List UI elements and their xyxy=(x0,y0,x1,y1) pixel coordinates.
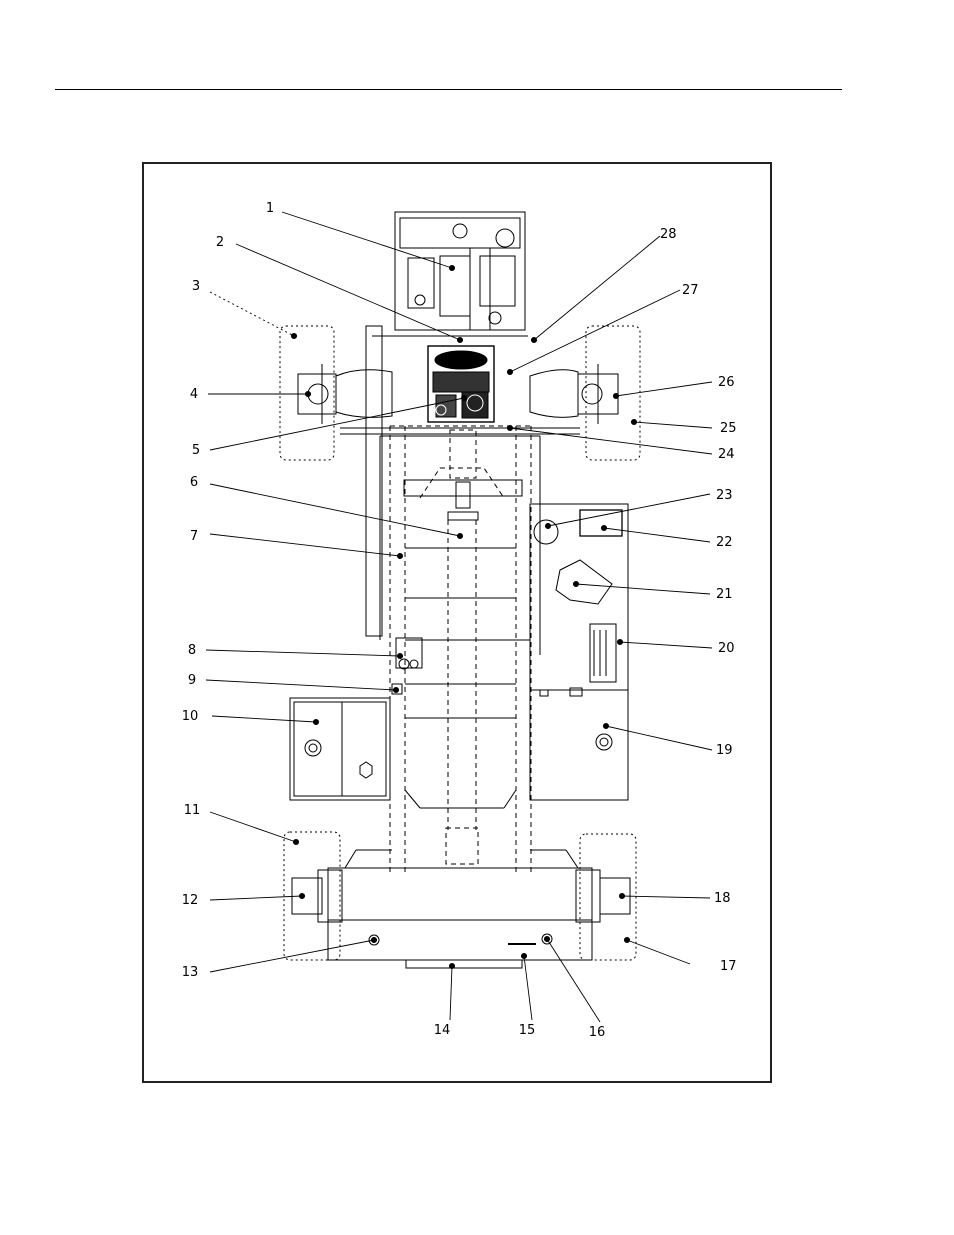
callout-9: 9 xyxy=(188,673,196,688)
leader-dot-20 xyxy=(617,639,622,644)
callout-19: 19 xyxy=(716,743,733,758)
callout-6: 6 xyxy=(190,475,198,490)
leader-dot-21 xyxy=(573,581,578,586)
leader-line-9 xyxy=(206,680,396,690)
leader-dot-26 xyxy=(613,393,618,398)
leader-line-27 xyxy=(510,290,680,372)
leader-dot-7 xyxy=(397,553,402,558)
leader-line-5 xyxy=(210,398,464,450)
callout-20: 20 xyxy=(718,641,735,656)
leader-line-8 xyxy=(206,650,400,656)
leader-line-28 xyxy=(534,236,660,340)
callout-26: 26 xyxy=(718,375,735,390)
leader-dot-17 xyxy=(624,937,629,942)
leader-dot-28 xyxy=(531,337,536,342)
callout-8: 8 xyxy=(188,643,196,658)
leader-dot-10 xyxy=(313,719,318,724)
leader-line-26 xyxy=(616,382,712,396)
leader-dot-19 xyxy=(603,723,608,728)
leader-line-19 xyxy=(606,726,712,750)
leader-line-13 xyxy=(210,940,374,972)
leader-dot-15 xyxy=(521,953,526,958)
leader-dot-6 xyxy=(457,533,462,538)
leader-line-12 xyxy=(210,896,302,900)
control-panel xyxy=(428,346,494,422)
callout-11: 11 xyxy=(184,803,201,818)
callout-22: 22 xyxy=(716,535,733,550)
leader-line-1 xyxy=(282,212,452,268)
leader-line-22 xyxy=(604,528,710,542)
rear-axle xyxy=(328,850,592,968)
leader-dot-18 xyxy=(619,893,624,898)
leader-line-14 xyxy=(450,966,452,1020)
callout-12: 12 xyxy=(182,893,199,908)
chassis-frame xyxy=(380,426,540,872)
leader-dot-14 xyxy=(449,963,454,968)
leader-dot-2 xyxy=(457,337,462,342)
callout-7: 7 xyxy=(190,529,198,544)
mast-assembly xyxy=(395,212,525,330)
leader-line-11 xyxy=(210,812,296,842)
leader-dot-11 xyxy=(293,839,298,844)
leader-dot-12 xyxy=(299,893,304,898)
leader-dot-1 xyxy=(449,265,454,270)
leader-line-23 xyxy=(548,494,710,526)
leader-dot-13 xyxy=(371,937,376,942)
leader-line-15 xyxy=(524,956,532,1020)
callout-18: 18 xyxy=(714,891,731,906)
leader-dot-27 xyxy=(507,369,512,374)
callout-1: 1 xyxy=(266,201,274,216)
leader-line-18 xyxy=(622,896,710,898)
leader-line-21 xyxy=(576,584,710,594)
leader-line-20 xyxy=(620,642,712,648)
leader-line-10 xyxy=(212,716,316,722)
leader-dot-8 xyxy=(397,653,402,658)
leader-dot-23 xyxy=(545,523,550,528)
callout-15: 15 xyxy=(519,1023,536,1038)
callout-10: 10 xyxy=(182,709,199,724)
leader-lines xyxy=(206,212,712,1022)
callout-21: 21 xyxy=(716,587,733,602)
front-right-wheel xyxy=(578,326,640,460)
leader-line-7 xyxy=(210,534,400,556)
leader-dot-5 xyxy=(461,395,466,400)
leader-dot-25 xyxy=(631,419,636,424)
callout-14: 14 xyxy=(434,1023,451,1038)
callout-2: 2 xyxy=(216,235,224,250)
valve-block xyxy=(392,638,422,694)
callout-28: 28 xyxy=(660,227,677,242)
callout-23: 23 xyxy=(716,488,733,503)
callout-4: 4 xyxy=(190,387,198,402)
callout-25: 25 xyxy=(720,421,737,436)
callout-17: 17 xyxy=(720,959,737,974)
leader-dot-24 xyxy=(507,425,512,430)
leader-line-3 xyxy=(210,292,294,336)
leader-dot-4 xyxy=(305,391,310,396)
leader-line-25 xyxy=(634,422,712,428)
leader-dot-16 xyxy=(544,936,549,941)
leader-dot-22 xyxy=(601,525,606,530)
leader-dot-9 xyxy=(393,687,398,692)
leader-line-6 xyxy=(210,484,460,536)
callout-24: 24 xyxy=(718,447,735,462)
callout-13: 13 xyxy=(182,965,199,980)
leader-dot-3 xyxy=(291,333,296,338)
callout-3: 3 xyxy=(192,279,200,294)
right-tray xyxy=(530,504,628,800)
left-tray xyxy=(290,698,390,800)
lift-cylinder xyxy=(446,430,478,864)
callout-5: 5 xyxy=(192,443,200,458)
callout-27: 27 xyxy=(682,283,699,298)
callout-16: 16 xyxy=(589,1025,606,1040)
